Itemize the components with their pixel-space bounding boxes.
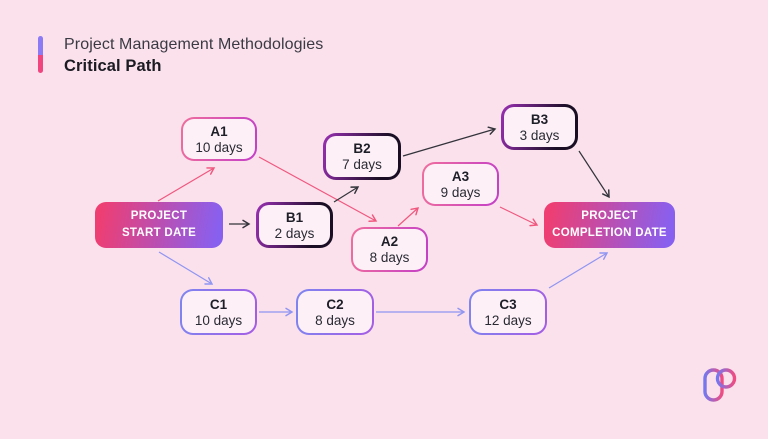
node-duration: 8 days bbox=[315, 312, 355, 328]
node-project-start-date: PROJECT START DATE bbox=[95, 202, 223, 248]
page-subtitle: Critical Path bbox=[64, 57, 162, 75]
node-label: B2 bbox=[353, 141, 371, 156]
node-a1: A1 10 days bbox=[181, 117, 257, 161]
node-a3: A3 9 days bbox=[422, 162, 499, 206]
accent-bar-bottom bbox=[38, 54, 43, 73]
header-titles: Project Management Methodologies Critica… bbox=[64, 36, 323, 76]
edge-c3-completion bbox=[548, 252, 609, 289]
node-b3: B3 3 days bbox=[501, 104, 578, 150]
node-c1: C1 10 days bbox=[180, 289, 257, 335]
node-duration: 9 days bbox=[440, 184, 481, 200]
edge-start-c1 bbox=[158, 251, 214, 285]
milestone-line1: PROJECT bbox=[130, 210, 188, 223]
node-a2: A2 8 days bbox=[351, 227, 428, 272]
node-label: B3 bbox=[530, 111, 549, 127]
node-label: B1 bbox=[285, 209, 304, 225]
node-duration: 10 days bbox=[194, 312, 243, 328]
node-project-completion-date: PROJECT COMPLETION DATE bbox=[544, 202, 675, 248]
edge-a3-completion bbox=[499, 206, 539, 227]
accent-bar-top bbox=[38, 36, 43, 55]
node-duration: 2 days bbox=[274, 225, 315, 241]
node-duration: 3 days bbox=[519, 127, 560, 143]
header: Project Management Methodologies Critica… bbox=[38, 36, 323, 76]
edge-b1-b2 bbox=[333, 186, 360, 203]
node-duration: 12 days bbox=[484, 312, 532, 328]
node-label: C2 bbox=[326, 296, 344, 312]
node-b1: B1 2 days bbox=[256, 202, 333, 248]
milestone-line1: PROJECT bbox=[581, 210, 638, 223]
milestone-line2: COMPLETION DATE bbox=[552, 227, 667, 239]
node-c2: C2 8 days bbox=[296, 289, 374, 335]
node-label: A1 bbox=[210, 123, 228, 139]
edge-b2-b3 bbox=[402, 126, 497, 157]
node-c3: C3 12 days bbox=[469, 289, 547, 335]
node-duration: 10 days bbox=[195, 139, 243, 155]
milestone-line2: START DATE bbox=[121, 227, 197, 239]
accent-bar bbox=[38, 36, 43, 73]
node-label: C3 bbox=[499, 296, 517, 312]
node-b2: B2 7 days bbox=[323, 133, 401, 180]
brand-logo-icon bbox=[703, 368, 737, 402]
edge-b3-completion bbox=[578, 150, 610, 199]
node-duration: 7 days bbox=[342, 157, 382, 172]
node-label: A3 bbox=[451, 168, 470, 184]
node-label: A2 bbox=[380, 234, 399, 249]
node-duration: 8 days bbox=[369, 250, 410, 265]
page-title: Project Management Methodologies bbox=[64, 36, 324, 53]
edge-start-a1 bbox=[157, 167, 216, 202]
node-label: C1 bbox=[209, 296, 228, 312]
edge-a2-a3 bbox=[397, 207, 420, 227]
